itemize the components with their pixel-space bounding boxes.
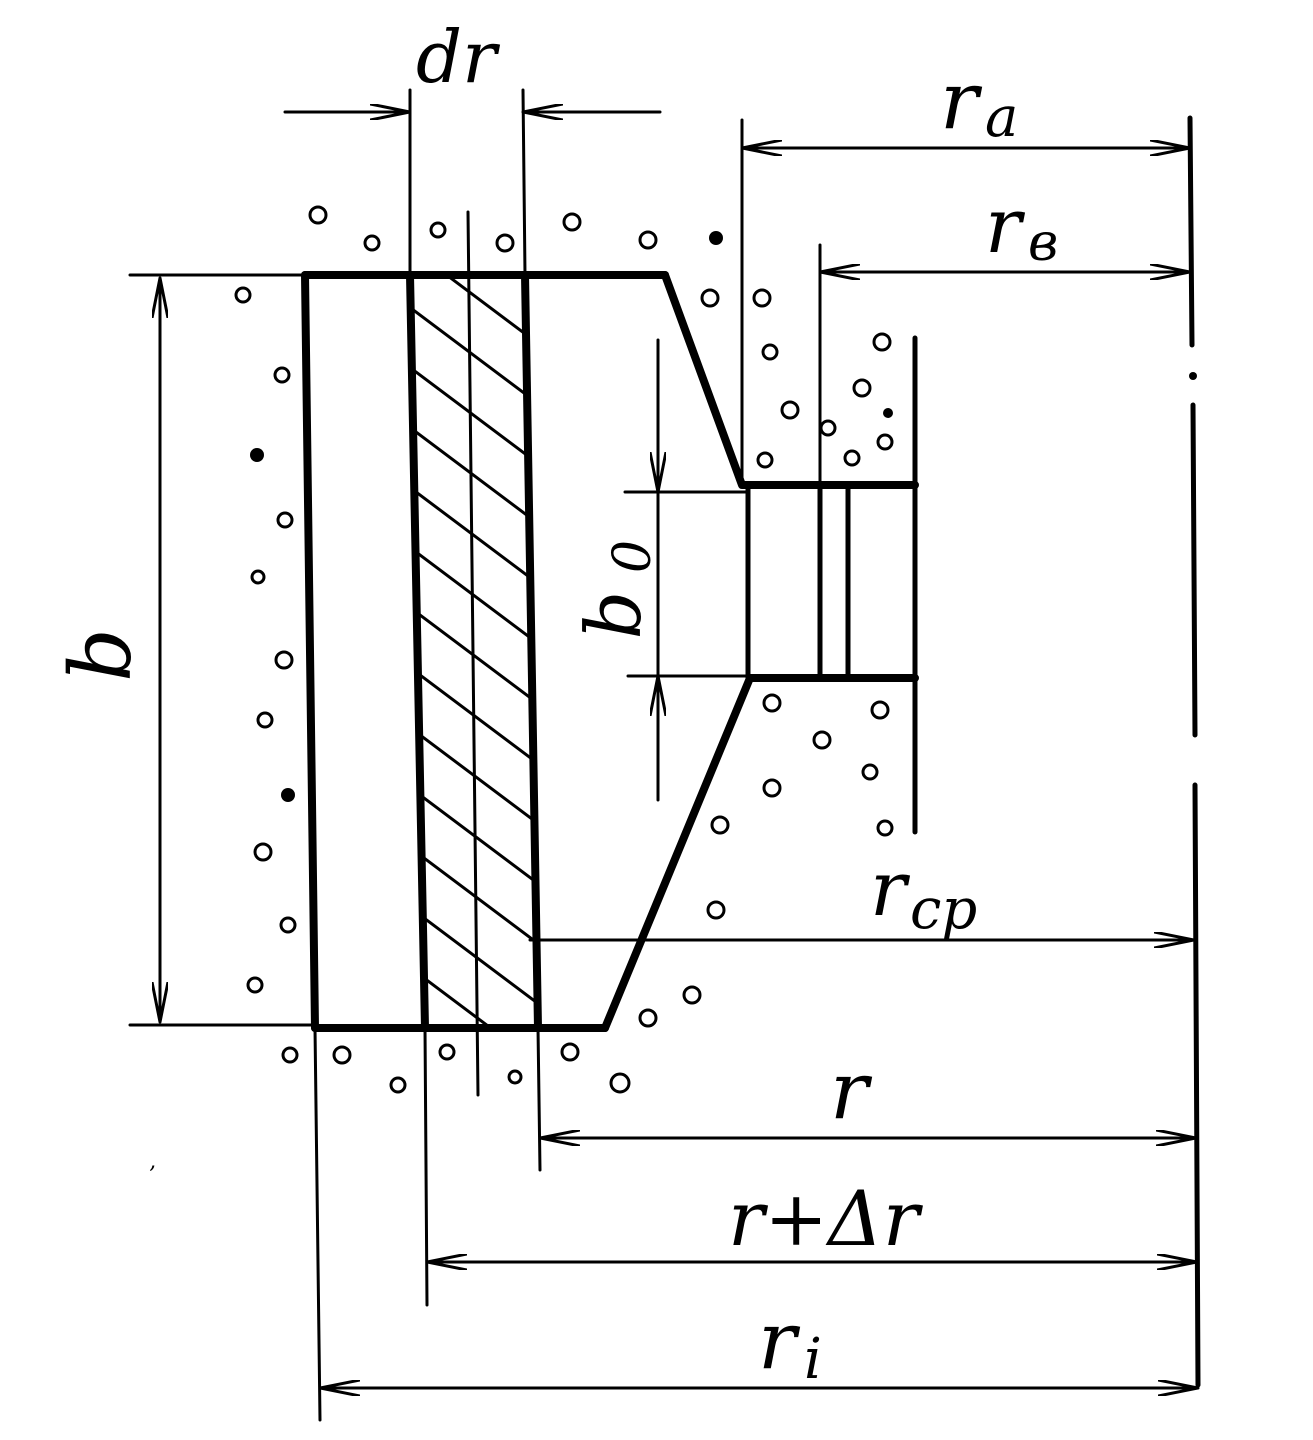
body-outline — [301, 271, 919, 1032]
dimension-lines — [160, 112, 1200, 1388]
label-b0: b 0 — [569, 540, 663, 639]
label-ri: r i — [758, 1294, 822, 1392]
svg-text:cp: cp — [910, 877, 977, 942]
svg-text:b: b — [569, 591, 658, 640]
svg-text:r: r — [870, 844, 911, 933]
stray-mark: ʼ — [148, 1163, 155, 1188]
axis-line — [1187, 115, 1201, 1388]
svg-text:в: в — [1028, 213, 1058, 273]
label-dr: dr — [416, 15, 500, 99]
svg-text:0: 0 — [603, 540, 663, 573]
label-r: r — [830, 1044, 873, 1137]
svg-text:i: i — [804, 1327, 822, 1392]
label-b: b — [52, 628, 150, 682]
label-rcp: r cp — [870, 844, 977, 942]
stipple-texture — [234, 205, 894, 1094]
extension-lines — [128, 88, 822, 1422]
svg-text:r: r — [985, 181, 1026, 270]
svg-text:r: r — [940, 54, 983, 147]
svg-text:r: r — [758, 1294, 801, 1387]
label-r-plus-dr: r+Δr — [728, 1174, 924, 1263]
hatched-strip-dr — [406, 210, 542, 1097]
label-rb: r в — [985, 181, 1058, 273]
label-ra: r a — [940, 54, 1018, 150]
svg-text:a: a — [985, 85, 1018, 150]
